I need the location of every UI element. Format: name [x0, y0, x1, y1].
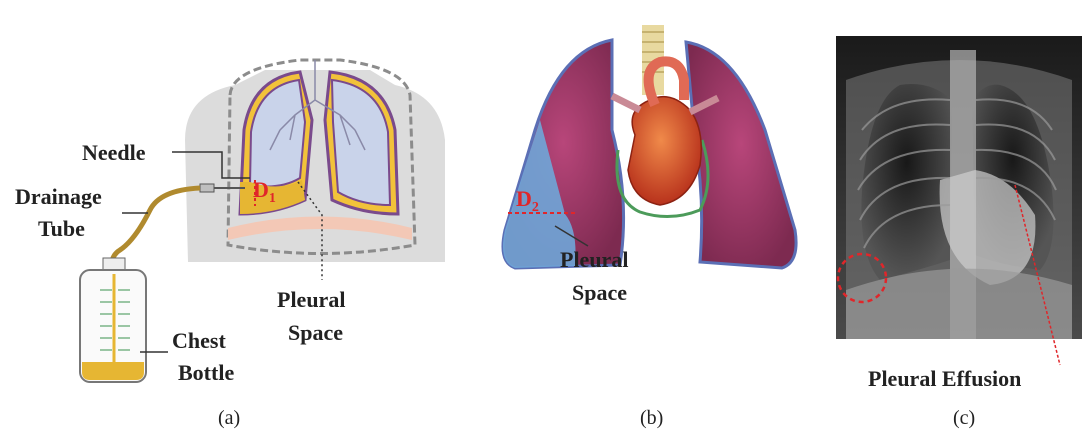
- chest-bottle-label-2: Bottle: [178, 360, 234, 385]
- caption-a: (a): [218, 407, 240, 429]
- panel-a: D1 Needle Drainage Tube Pleural Space: [15, 60, 445, 429]
- pleural-effusion-label: Pleural Effusion: [868, 366, 1021, 391]
- pleural-space-label-a-1: Pleural: [277, 287, 345, 312]
- caption-c: (c): [953, 407, 975, 429]
- heart: [628, 97, 701, 205]
- pleural-space-label-b-2: Space: [572, 280, 627, 305]
- pleural-space-label-a-2: Space: [288, 320, 343, 345]
- pleural-space-label-b-1: Pleural: [560, 247, 628, 272]
- drainage-label-1: Drainage: [15, 184, 102, 209]
- panel-c: Pleural Effusion (c): [836, 36, 1082, 429]
- panel-b: D2 Pleural Space (b): [503, 25, 796, 429]
- chest-bottle: [80, 258, 146, 382]
- lung-right-b: [686, 42, 796, 268]
- needle-label: Needle: [82, 140, 146, 165]
- caption-b: (b): [640, 407, 663, 429]
- needle-connector: [200, 184, 214, 192]
- drainage-label-2: Tube: [38, 216, 85, 241]
- chest-bottle-label-1: Chest: [172, 328, 226, 353]
